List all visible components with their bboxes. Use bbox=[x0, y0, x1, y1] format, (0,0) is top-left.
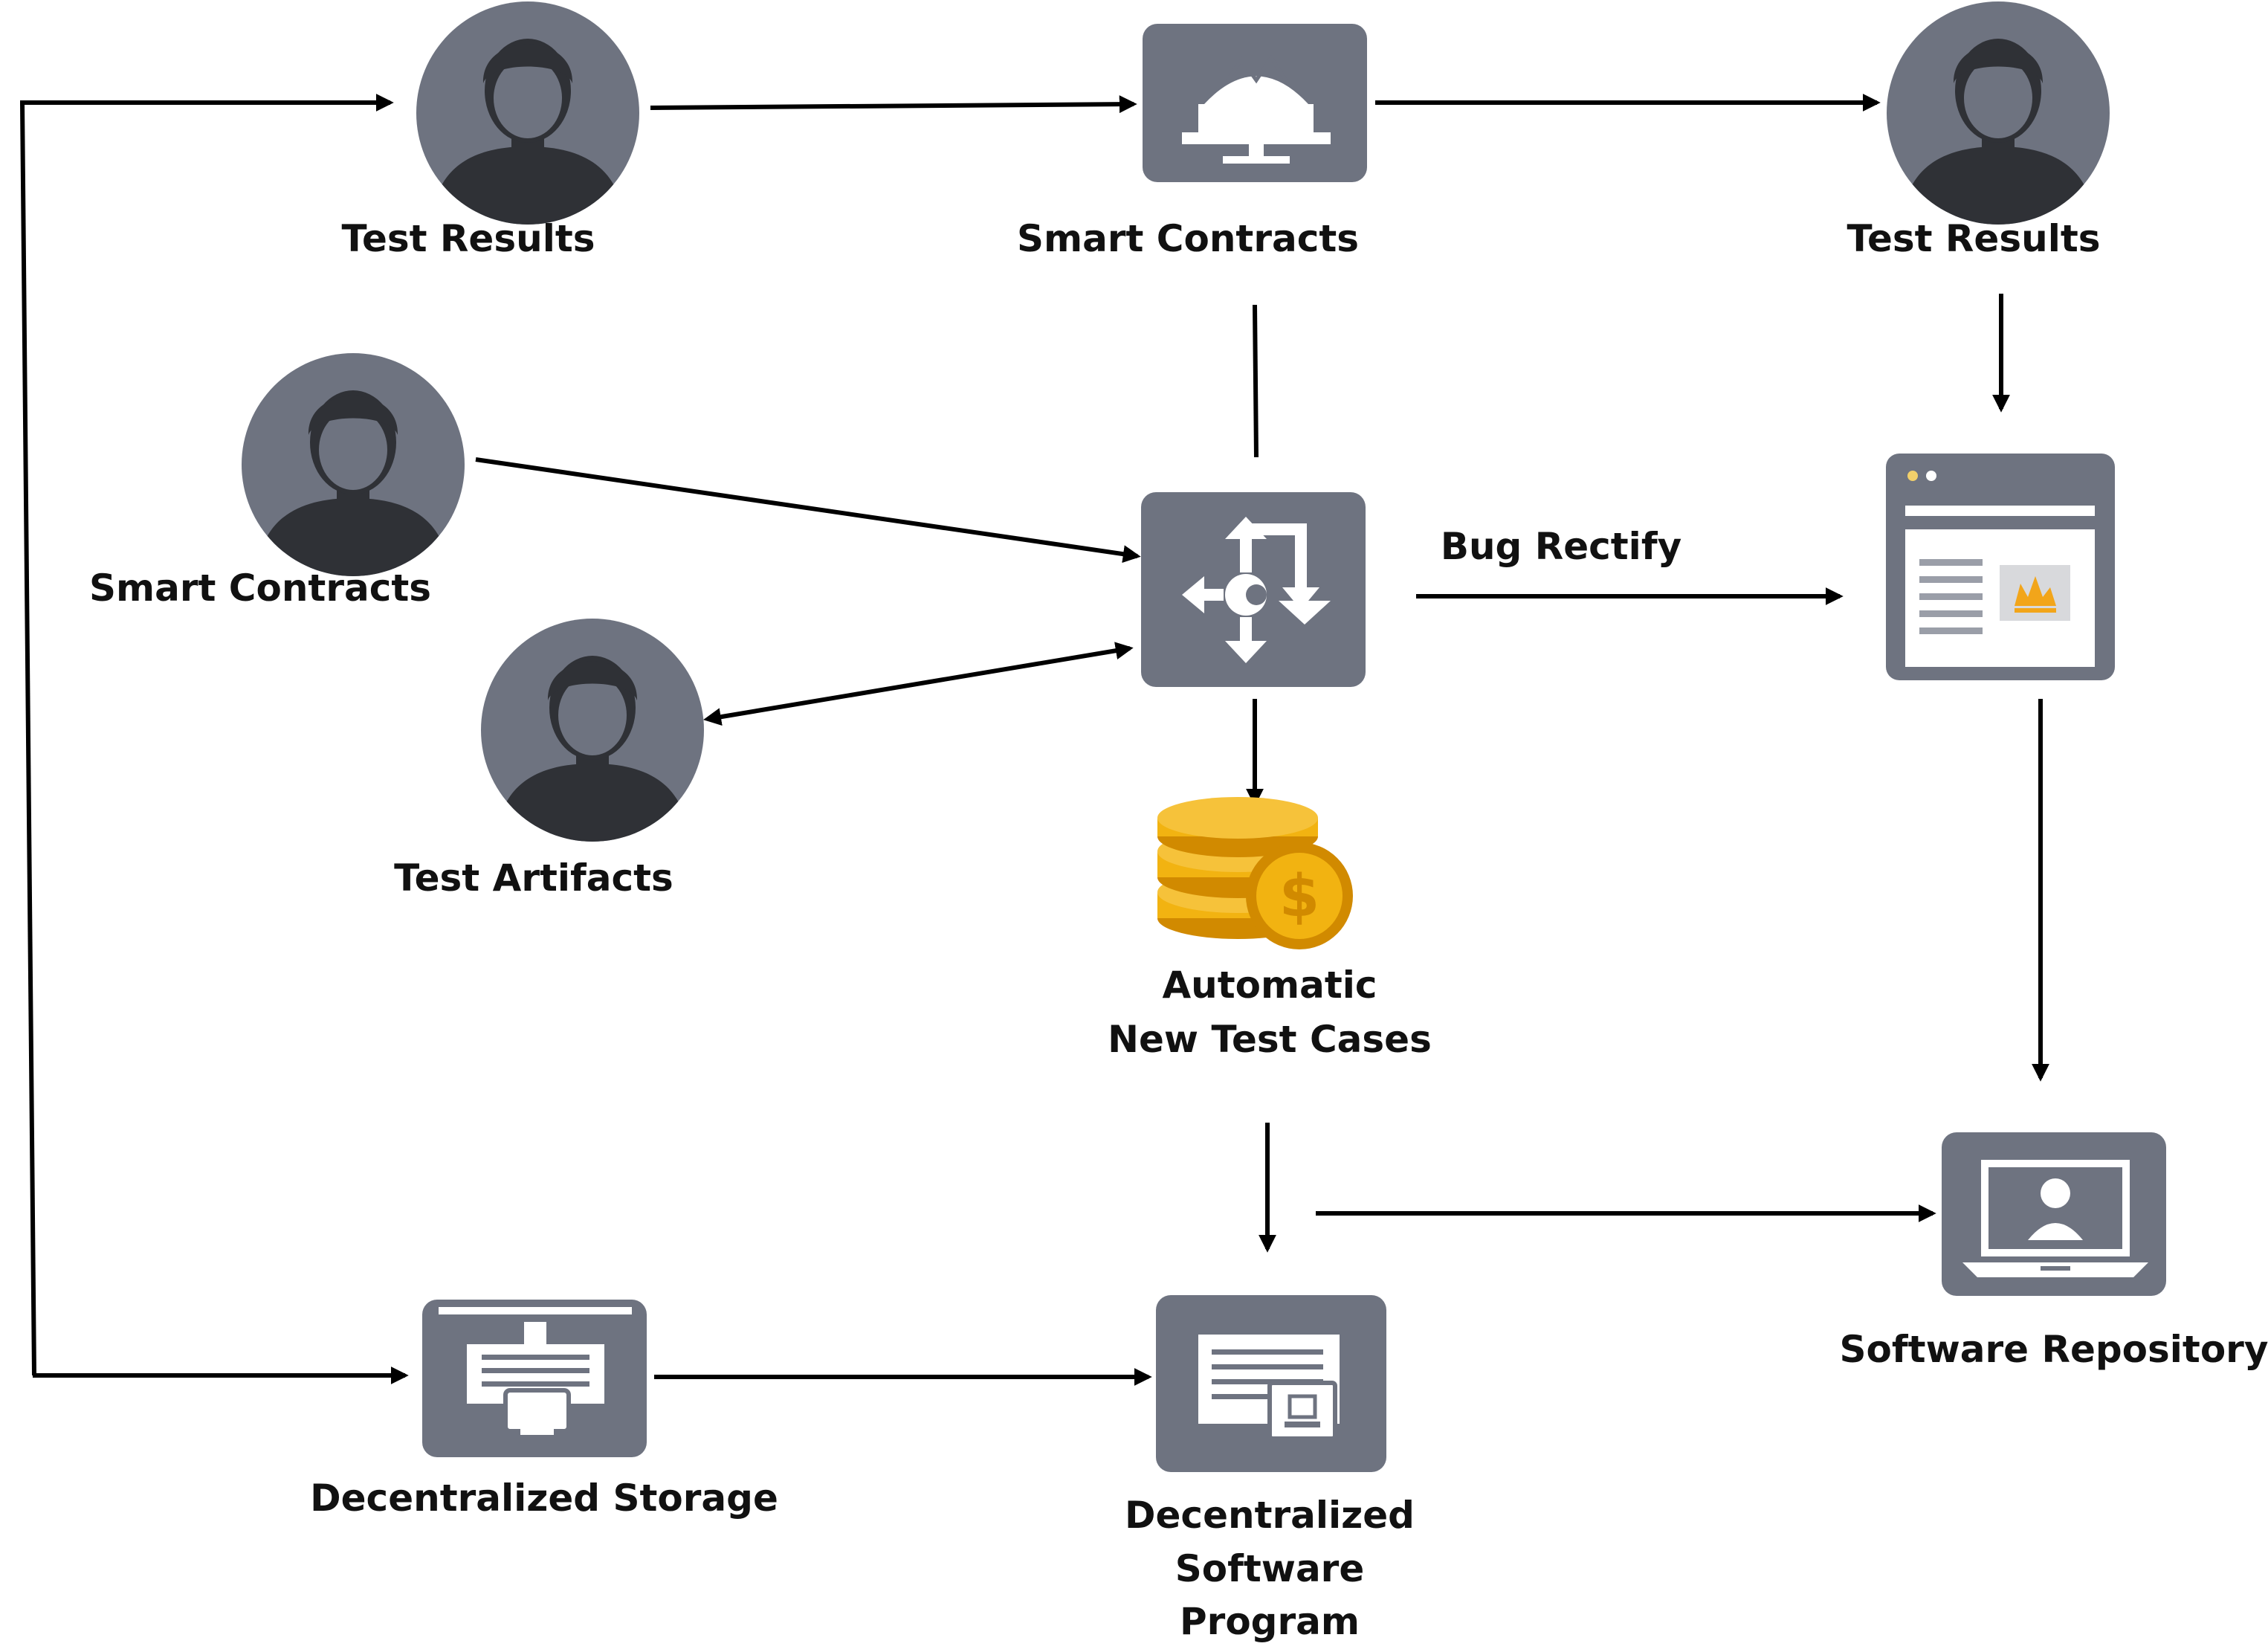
printer-icon bbox=[422, 1300, 647, 1457]
coins-icon: $ bbox=[1157, 797, 1353, 949]
node-decentralized-software-program[interactable]: Decentralized Software Program bbox=[1125, 1295, 1415, 1643]
browser-window-icon bbox=[1886, 454, 2115, 680]
node-test-results-left[interactable]: Test Results bbox=[341, 1, 639, 260]
node-label: Test Results bbox=[1847, 217, 2100, 260]
user-icon bbox=[481, 619, 704, 842]
node-label: Test Artifacts bbox=[394, 856, 673, 900]
edge-smartcontracts-to-hub bbox=[475, 457, 1141, 564]
edges bbox=[20, 94, 2049, 1386]
user-icon bbox=[242, 353, 465, 576]
node-test-results-right[interactable]: Test Results bbox=[1847, 1, 2110, 260]
node-label-line3: Program bbox=[1180, 1600, 1360, 1643]
node-label-line2: New Test Cases bbox=[1108, 1018, 1432, 1061]
svg-text:$: $ bbox=[1279, 863, 1319, 930]
bug-rectify-label: Bug Rectify bbox=[1441, 525, 1681, 568]
node-browser-window[interactable] bbox=[1886, 454, 2115, 680]
laptop-user-icon bbox=[1942, 1132, 2166, 1296]
node-software-repository[interactable]: Software Repository bbox=[1840, 1132, 2268, 1371]
node-smart-contracts-left[interactable]: Smart Contracts bbox=[89, 353, 465, 610]
node-label: Smart Contracts bbox=[1017, 217, 1359, 260]
node-label-line1: Decentralized bbox=[1125, 1494, 1415, 1537]
user-icon bbox=[416, 1, 639, 225]
node-label-line1: Automatic bbox=[1162, 964, 1377, 1007]
node-central-hub[interactable] bbox=[1141, 492, 1366, 687]
edge-artifacts-hub bbox=[703, 642, 1134, 726]
node-label: Software Repository bbox=[1840, 1328, 2268, 1371]
edge-loop-vertical bbox=[20, 102, 36, 1376]
edge-contracts-to-hub bbox=[1253, 304, 1259, 458]
node-label: Decentralized Storage bbox=[310, 1477, 778, 1520]
edge-results-to-contracts bbox=[650, 95, 1137, 114]
node-test-artifacts[interactable]: Test Artifacts bbox=[394, 619, 704, 900]
routing-arrows-icon bbox=[1141, 492, 1366, 687]
node-label: Test Results bbox=[341, 217, 595, 260]
node-decentralized-storage[interactable]: Decentralized Storage bbox=[310, 1300, 778, 1520]
cake-monitor-icon bbox=[1143, 24, 1367, 182]
node-label-line2: Software bbox=[1175, 1547, 1365, 1590]
node-automatic-new-test-cases[interactable]: $ Automatic New Test Cases bbox=[1108, 797, 1432, 1061]
certificate-icon bbox=[1156, 1295, 1386, 1472]
node-smart-contracts-top[interactable]: Smart Contracts bbox=[1017, 24, 1367, 260]
node-label: Smart Contracts bbox=[89, 567, 431, 610]
user-icon bbox=[1887, 1, 2110, 225]
